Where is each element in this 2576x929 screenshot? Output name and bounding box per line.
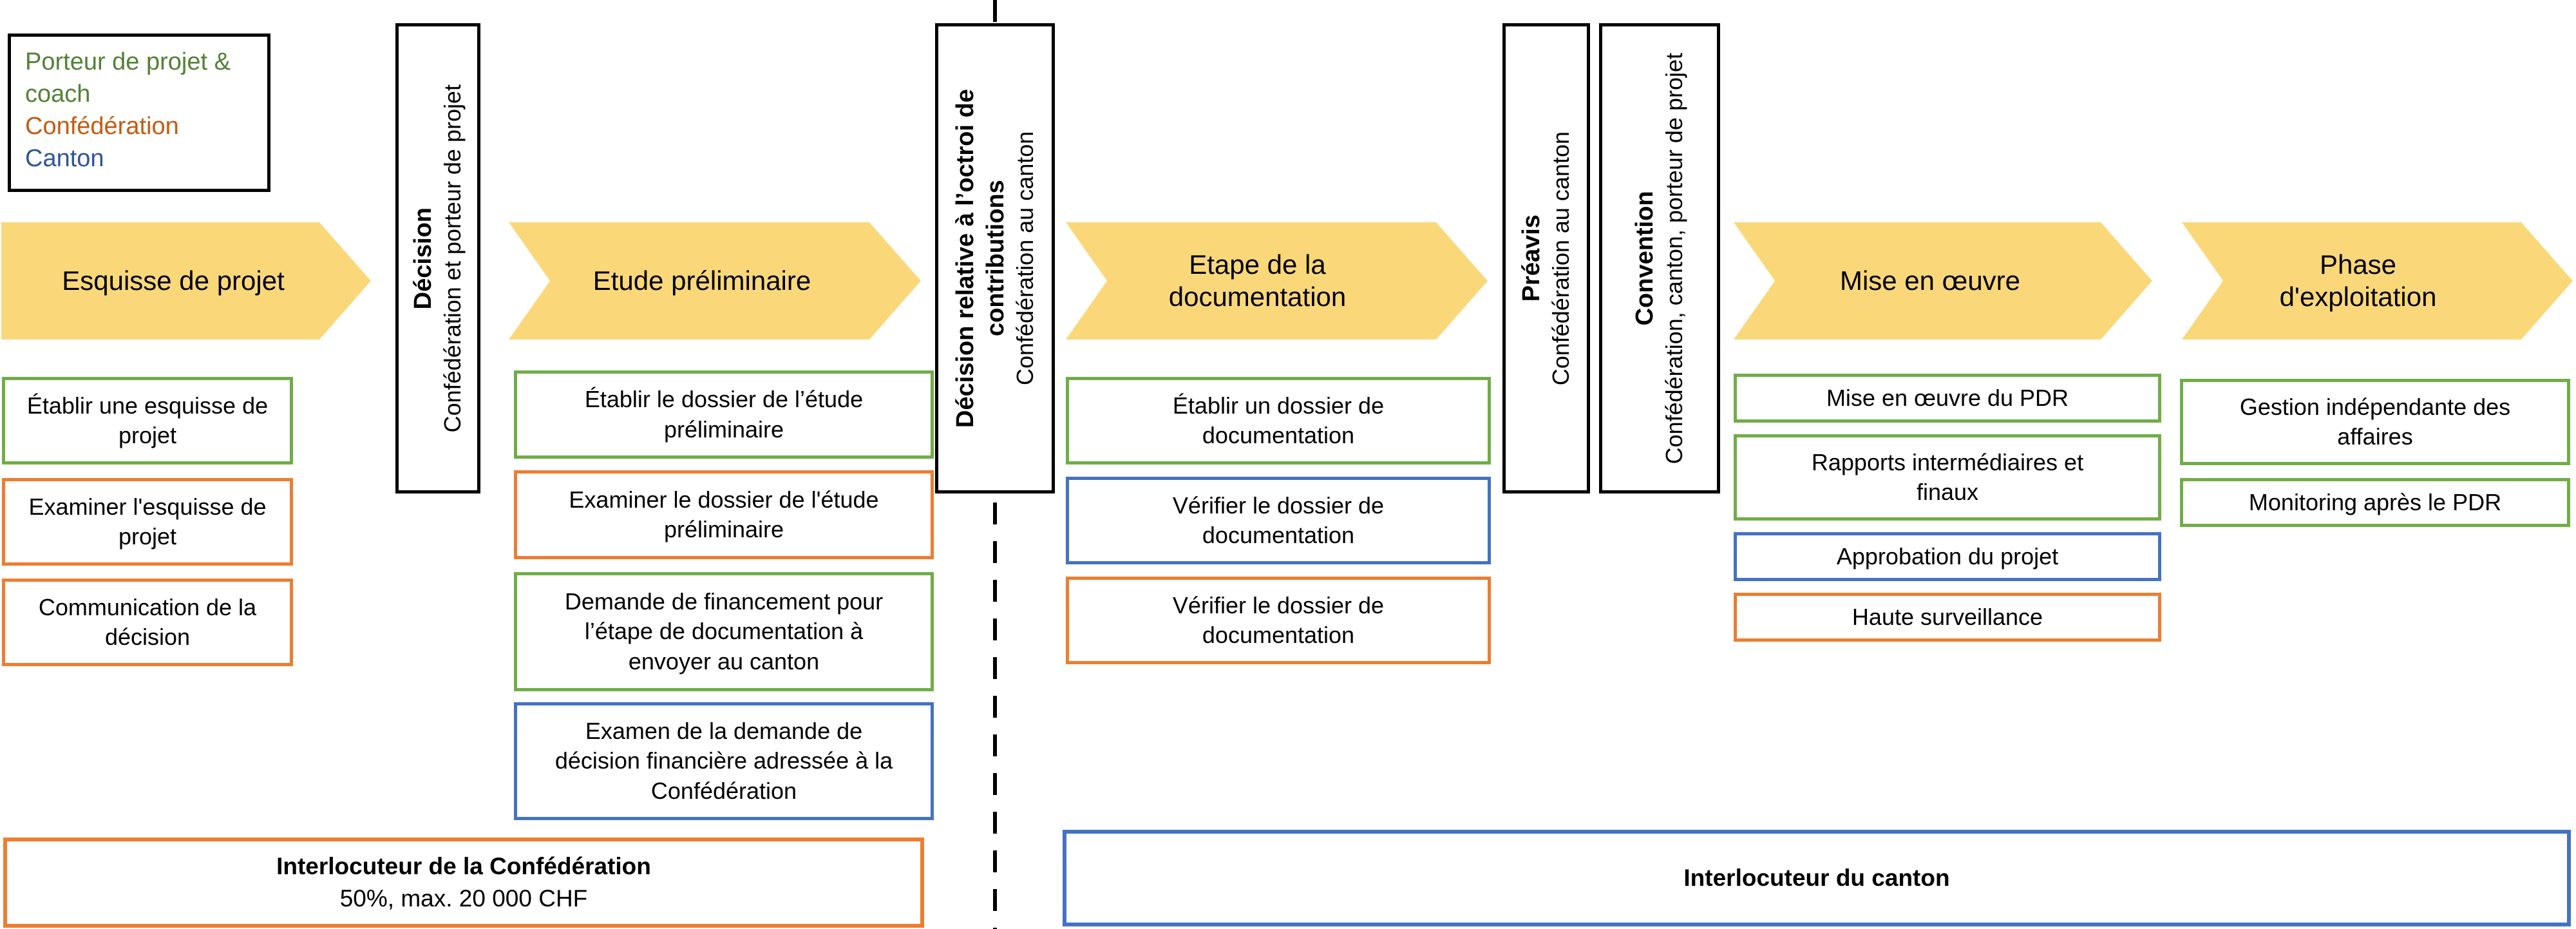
legend-item-confederation: Confédération bbox=[25, 113, 179, 140]
task-box: Vérifier le dossier de documentation bbox=[1066, 477, 1491, 564]
phase-arrow-label: Etape de la documentation bbox=[1168, 249, 1347, 312]
task-text: Gestion indépendante des affaires bbox=[2239, 393, 2511, 450]
milestone-decision-octroi: Décision relative à l’octroi de contribu… bbox=[935, 23, 1055, 493]
task-box: Mise en œuvre du PDR bbox=[1734, 374, 2161, 423]
task-box: Vérifier le dossier de documentation bbox=[1066, 577, 1491, 664]
task-text: Vérifier le dossier de documentation bbox=[1172, 492, 1385, 548]
task-box: Communication de la décision bbox=[2, 579, 293, 666]
task-box: Gestion indépendante des affaires bbox=[2180, 379, 2570, 465]
task-box: Haute surveillance bbox=[1734, 593, 2161, 642]
footer-title: Interlocuteur de la Confédération bbox=[276, 853, 651, 880]
task-text: Communication de la décision bbox=[38, 593, 257, 650]
footer-title: Interlocuteur du canton bbox=[1683, 865, 1950, 892]
task-text: Établir le dossier de l’étude préliminai… bbox=[584, 386, 864, 443]
task-box: Approbation du projet bbox=[1734, 532, 2161, 581]
milestone-convention: Convention Confédération, canton, porteu… bbox=[1599, 23, 1720, 493]
phase-arrow-etude-preliminaire: Etude préliminaire bbox=[509, 222, 921, 340]
task-text: Examen de la demande de décision financi… bbox=[554, 718, 893, 804]
milestone-title: Convention bbox=[1631, 191, 1659, 326]
milestone-title: Préavis bbox=[1518, 215, 1546, 302]
task-text: Rapports intermédiaires et finaux bbox=[1811, 448, 2084, 505]
phase-arrow-label: Mise en œuvre bbox=[1839, 265, 2021, 296]
legend-item-porteur: Porteur de projet & coach bbox=[25, 48, 231, 108]
phase-arrow-label: Phase d'exploitation bbox=[2279, 249, 2437, 312]
task-text: Mise en œuvre du PDR bbox=[1826, 384, 2069, 411]
milestone-subtitle: Confédération et porteur de projet bbox=[439, 84, 466, 433]
legend-box: Porteur de projet & coach Confédération … bbox=[8, 34, 270, 192]
task-box: Établir le dossier de l’étude préliminai… bbox=[514, 370, 934, 459]
task-text: Examiner l'esquisse de projet bbox=[28, 493, 267, 550]
milestone-title: Décision bbox=[410, 207, 437, 310]
task-box: Monitoring après le PDR bbox=[2180, 478, 2570, 527]
task-box: Examiner le dossier de l'étude prélimina… bbox=[514, 470, 934, 559]
task-text: Haute surveillance bbox=[1852, 603, 2043, 630]
phase-arrow-exploitation: Phase d'exploitation bbox=[2182, 222, 2573, 340]
task-text: Monitoring après le PDR bbox=[2248, 488, 2502, 515]
milestone-preavis: Préavis Confédération au canton bbox=[1502, 23, 1590, 493]
milestone-decision: Décision Confédération et porteur de pro… bbox=[395, 23, 480, 493]
task-box: Examen de la demande de décision financi… bbox=[514, 702, 934, 820]
milestone-title: Décision relative à l’octroi de contribu… bbox=[951, 89, 1009, 428]
phase-arrow-esquisse: Esquisse de projet bbox=[1, 222, 371, 340]
task-box: Rapports intermédiaires et finaux bbox=[1734, 434, 2161, 521]
phase-arrow-documentation: Etape de la documentation bbox=[1066, 222, 1488, 340]
legend-item-canton: Canton bbox=[25, 145, 104, 173]
phase-arrow-label: Etude préliminaire bbox=[592, 265, 811, 296]
phase-arrow-mise-en-oeuvre: Mise en œuvre bbox=[1734, 222, 2152, 340]
footer-interlocuteur-canton: Interlocuteur du canton bbox=[1063, 830, 2571, 926]
phase-arrow-label: Esquisse de projet bbox=[62, 265, 285, 296]
task-text: Approbation du projet bbox=[1836, 542, 2059, 570]
task-box: Demande de financement pour l’étape de d… bbox=[514, 572, 934, 691]
task-text: Établir une esquisse de projet bbox=[26, 392, 269, 448]
milestone-subtitle: Confédération au canton bbox=[1011, 131, 1038, 386]
task-text: Demande de financement pour l’étape de d… bbox=[564, 588, 884, 675]
milestone-subtitle: Confédération, canton, porteur de projet bbox=[1661, 52, 1688, 465]
task-box: Examiner l'esquisse de projet bbox=[2, 478, 293, 566]
milestone-subtitle: Confédération au canton bbox=[1548, 131, 1575, 386]
task-text: Vérifier le dossier de documentation bbox=[1172, 591, 1385, 648]
task-box: Établir une esquisse de projet bbox=[2, 377, 293, 465]
task-text: Examiner le dossier de l'étude prélimina… bbox=[569, 486, 879, 542]
task-text: Établir un dossier de documentation bbox=[1172, 392, 1385, 448]
task-box: Établir un dossier de documentation bbox=[1066, 377, 1491, 465]
footer-interlocuteur-confederation: Interlocuteur de la Confédération 50%, m… bbox=[3, 838, 924, 928]
footer-subtitle: 50%, max. 20 000 CHF bbox=[339, 885, 588, 912]
